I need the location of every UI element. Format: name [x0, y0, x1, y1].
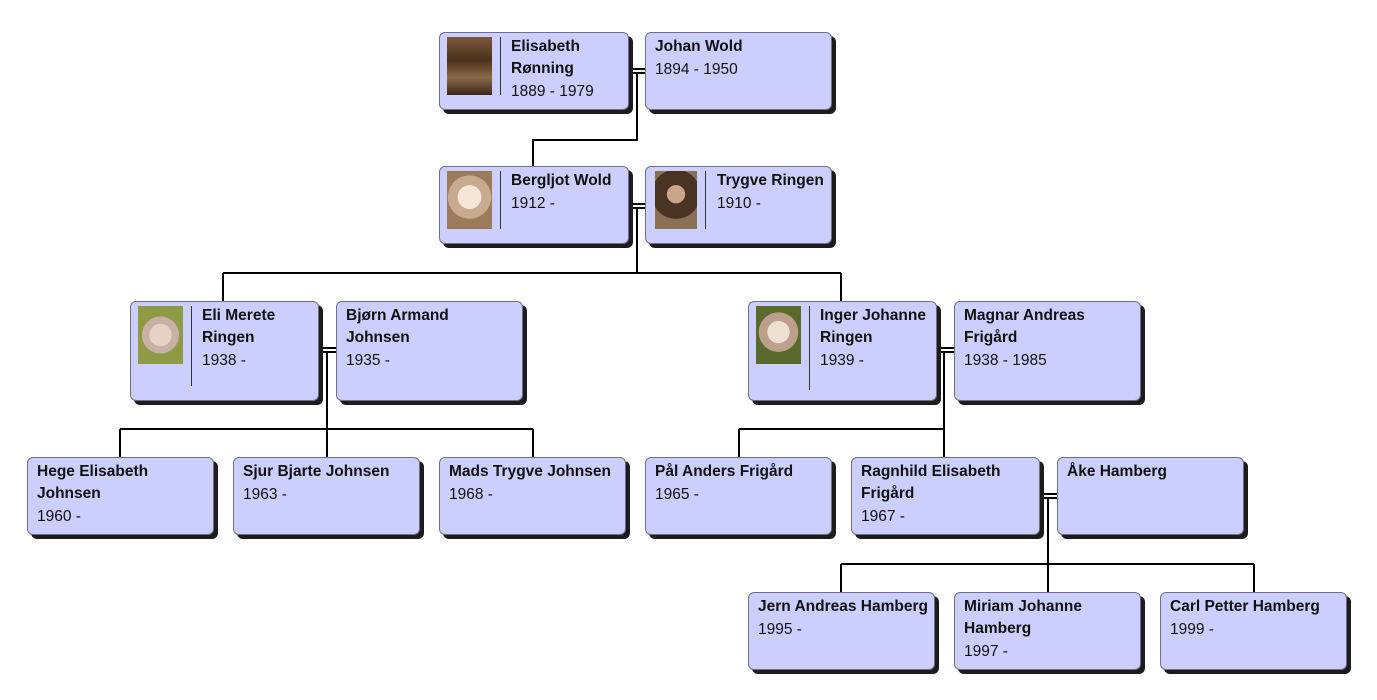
person-name: Åke Hamberg — [1067, 463, 1167, 480]
person-years: 1997 - — [964, 643, 1008, 660]
portrait-photo — [138, 306, 192, 386]
person-years: 1963 - — [243, 486, 287, 503]
person-card-magnar-andreas-frigard[interactable]: Magnar Andreas Frigård 1938 - 1985 — [954, 301, 1141, 401]
person-years: 1968 - — [449, 486, 493, 503]
person-years: 1965 - — [655, 486, 699, 503]
person-card-ake-hamberg[interactable]: Åke Hamberg — [1057, 457, 1244, 535]
portrait-photo — [655, 171, 706, 229]
person-card-inger-johanne-ringen[interactable]: Inger Johanne Ringen 1939 - — [748, 301, 937, 401]
person-years: 1935 - — [346, 352, 390, 369]
person-name: Trygve Ringen — [717, 172, 824, 189]
person-card-ragnhild-elisabeth-frigard[interactable]: Ragnhild Elisabeth Frigård 1967 - — [851, 457, 1040, 535]
person-name: Ragnhild Elisabeth Frigård — [861, 463, 1001, 502]
person-name: Sjur Bjarte Johnsen — [243, 463, 390, 480]
person-years: 1995 - — [758, 621, 802, 638]
person-card-bergljot-wold[interactable]: Bergljot Wold 1912 - — [439, 166, 629, 244]
person-name: Bjørn Armand Johnsen — [346, 307, 449, 346]
person-card-bjorn-armand-johnsen[interactable]: Bjørn Armand Johnsen 1935 - — [336, 301, 523, 401]
portrait-photo — [447, 37, 501, 95]
person-years: 1999 - — [1170, 621, 1214, 638]
person-years: 1967 - — [861, 508, 905, 525]
person-name: Carl Petter Hamberg — [1170, 598, 1320, 615]
person-years: 1889 - 1979 — [511, 83, 594, 100]
portrait-photo — [756, 306, 810, 390]
person-years: 1910 - — [717, 195, 761, 212]
person-name: Eli Merete Ringen — [202, 307, 276, 346]
person-card-miriam-johanne-hamberg[interactable]: Miriam Johanne Hamberg 1997 - — [954, 592, 1141, 670]
person-name: Miriam Johanne Hamberg — [964, 598, 1082, 637]
person-years: 1938 - 1985 — [964, 352, 1047, 369]
person-years: 1960 - — [37, 508, 81, 525]
person-card-hege-elisabeth-johnsen[interactable]: Hege Elisabeth Johnsen 1960 - — [27, 457, 214, 535]
person-card-jern-andreas-hamberg[interactable]: Jern Andreas Hamberg 1995 - — [748, 592, 935, 670]
person-years: 1912 - — [511, 195, 555, 212]
person-card-pal-anders-frigard[interactable]: Pål Anders Frigård 1965 - — [645, 457, 832, 535]
person-name: Bergljot Wold — [511, 172, 612, 189]
person-card-sjur-bjarte-johnsen[interactable]: Sjur Bjarte Johnsen 1963 - — [233, 457, 420, 535]
person-name: Johan Wold — [655, 38, 743, 55]
person-years: 1894 - 1950 — [655, 61, 738, 78]
person-name: Pål Anders Frigård — [655, 463, 794, 480]
portrait-photo — [447, 171, 501, 229]
person-card-eli-merete-ringen[interactable]: Eli Merete Ringen 1938 - — [130, 301, 319, 401]
person-name: Magnar Andreas Frigård — [964, 307, 1085, 346]
person-years: 1938 - — [202, 352, 246, 369]
person-name: Jern Andreas Hamberg — [758, 598, 928, 615]
person-card-johan-wold[interactable]: Johan Wold 1894 - 1950 — [645, 32, 832, 110]
person-name: Inger Johanne Ringen — [820, 307, 926, 346]
person-card-elisabeth-ronning[interactable]: Elisabeth Rønning 1889 - 1979 — [439, 32, 629, 110]
descent-line — [532, 73, 638, 166]
person-card-carl-petter-hamberg[interactable]: Carl Petter Hamberg 1999 - — [1160, 592, 1347, 670]
person-card-trygve-ringen[interactable]: Trygve Ringen 1910 - — [645, 166, 832, 244]
person-name: Hege Elisabeth Johnsen — [37, 463, 149, 502]
person-name: Elisabeth Rønning — [511, 38, 580, 77]
person-card-mads-trygve-johnsen[interactable]: Mads Trygve Johnsen 1968 - — [439, 457, 626, 535]
person-years: 1939 - — [820, 352, 864, 369]
person-name: Mads Trygve Johnsen — [449, 463, 611, 480]
